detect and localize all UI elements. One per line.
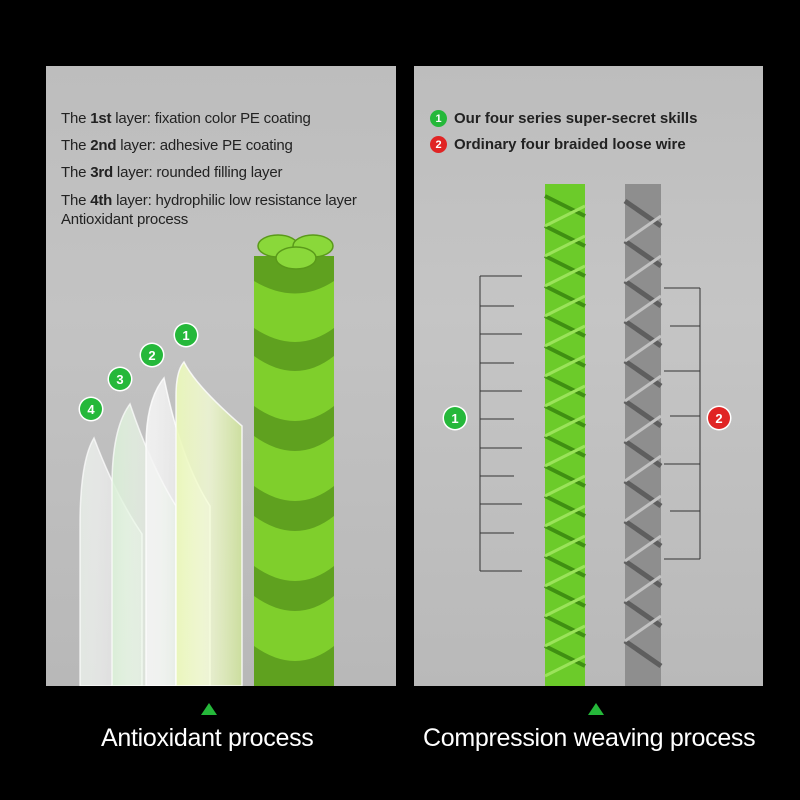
layer-4-label: The 4th layer: hydrophilic low resistanc…: [61, 192, 357, 209]
compression-panel: 1 Our four series super-secret skills 2 …: [414, 66, 763, 686]
triangle-up-icon-right: [588, 703, 604, 715]
legend-item-1: 1 Our four series super-secret skills: [430, 110, 697, 127]
shell-layer-1: [175, 360, 243, 686]
layer-2-label: The 2nd layer: adhesive PE coating: [61, 137, 293, 154]
gray-braid: [623, 184, 663, 686]
antioxidant-panel: The 1st layer: fixation color PE coating…: [46, 66, 396, 686]
triangle-up-icon-left: [201, 703, 217, 715]
green-braid: [544, 184, 586, 686]
layer-shells-illustration: [79, 234, 334, 686]
scale-badge-2: 2: [708, 407, 730, 429]
legend-item-2: 2 Ordinary four braided loose wire: [430, 136, 686, 153]
layer-1-label: The 1st layer: fixation color PE coating: [61, 110, 311, 127]
scale-badge-1: 1: [444, 407, 466, 429]
scale-ruler-right: [664, 287, 701, 560]
layer-badge-2: 2: [141, 344, 163, 366]
layer-badge-3: 3: [109, 368, 131, 390]
caption-compression: Compression weaving process: [423, 724, 756, 752]
legend-text-1: Our four series super-secret skills: [454, 110, 698, 127]
layer-badge-4: 4: [80, 398, 102, 420]
braid-comparison-illustration: [479, 184, 701, 686]
twisted-rope-illustration: [254, 234, 334, 686]
legend-text-2: Ordinary four braided loose wire: [454, 136, 686, 153]
scale-ruler-left: [479, 275, 522, 572]
legend-badge-1: 1: [430, 110, 447, 127]
antioxidant-line: Antioxidant process: [61, 211, 189, 228]
layer-3-label: The 3rd layer: rounded filling layer: [61, 164, 283, 181]
legend-badge-2: 2: [430, 136, 447, 153]
caption-antioxidant: Antioxidant process: [101, 724, 314, 752]
layer-badge-1: 1: [175, 324, 197, 346]
